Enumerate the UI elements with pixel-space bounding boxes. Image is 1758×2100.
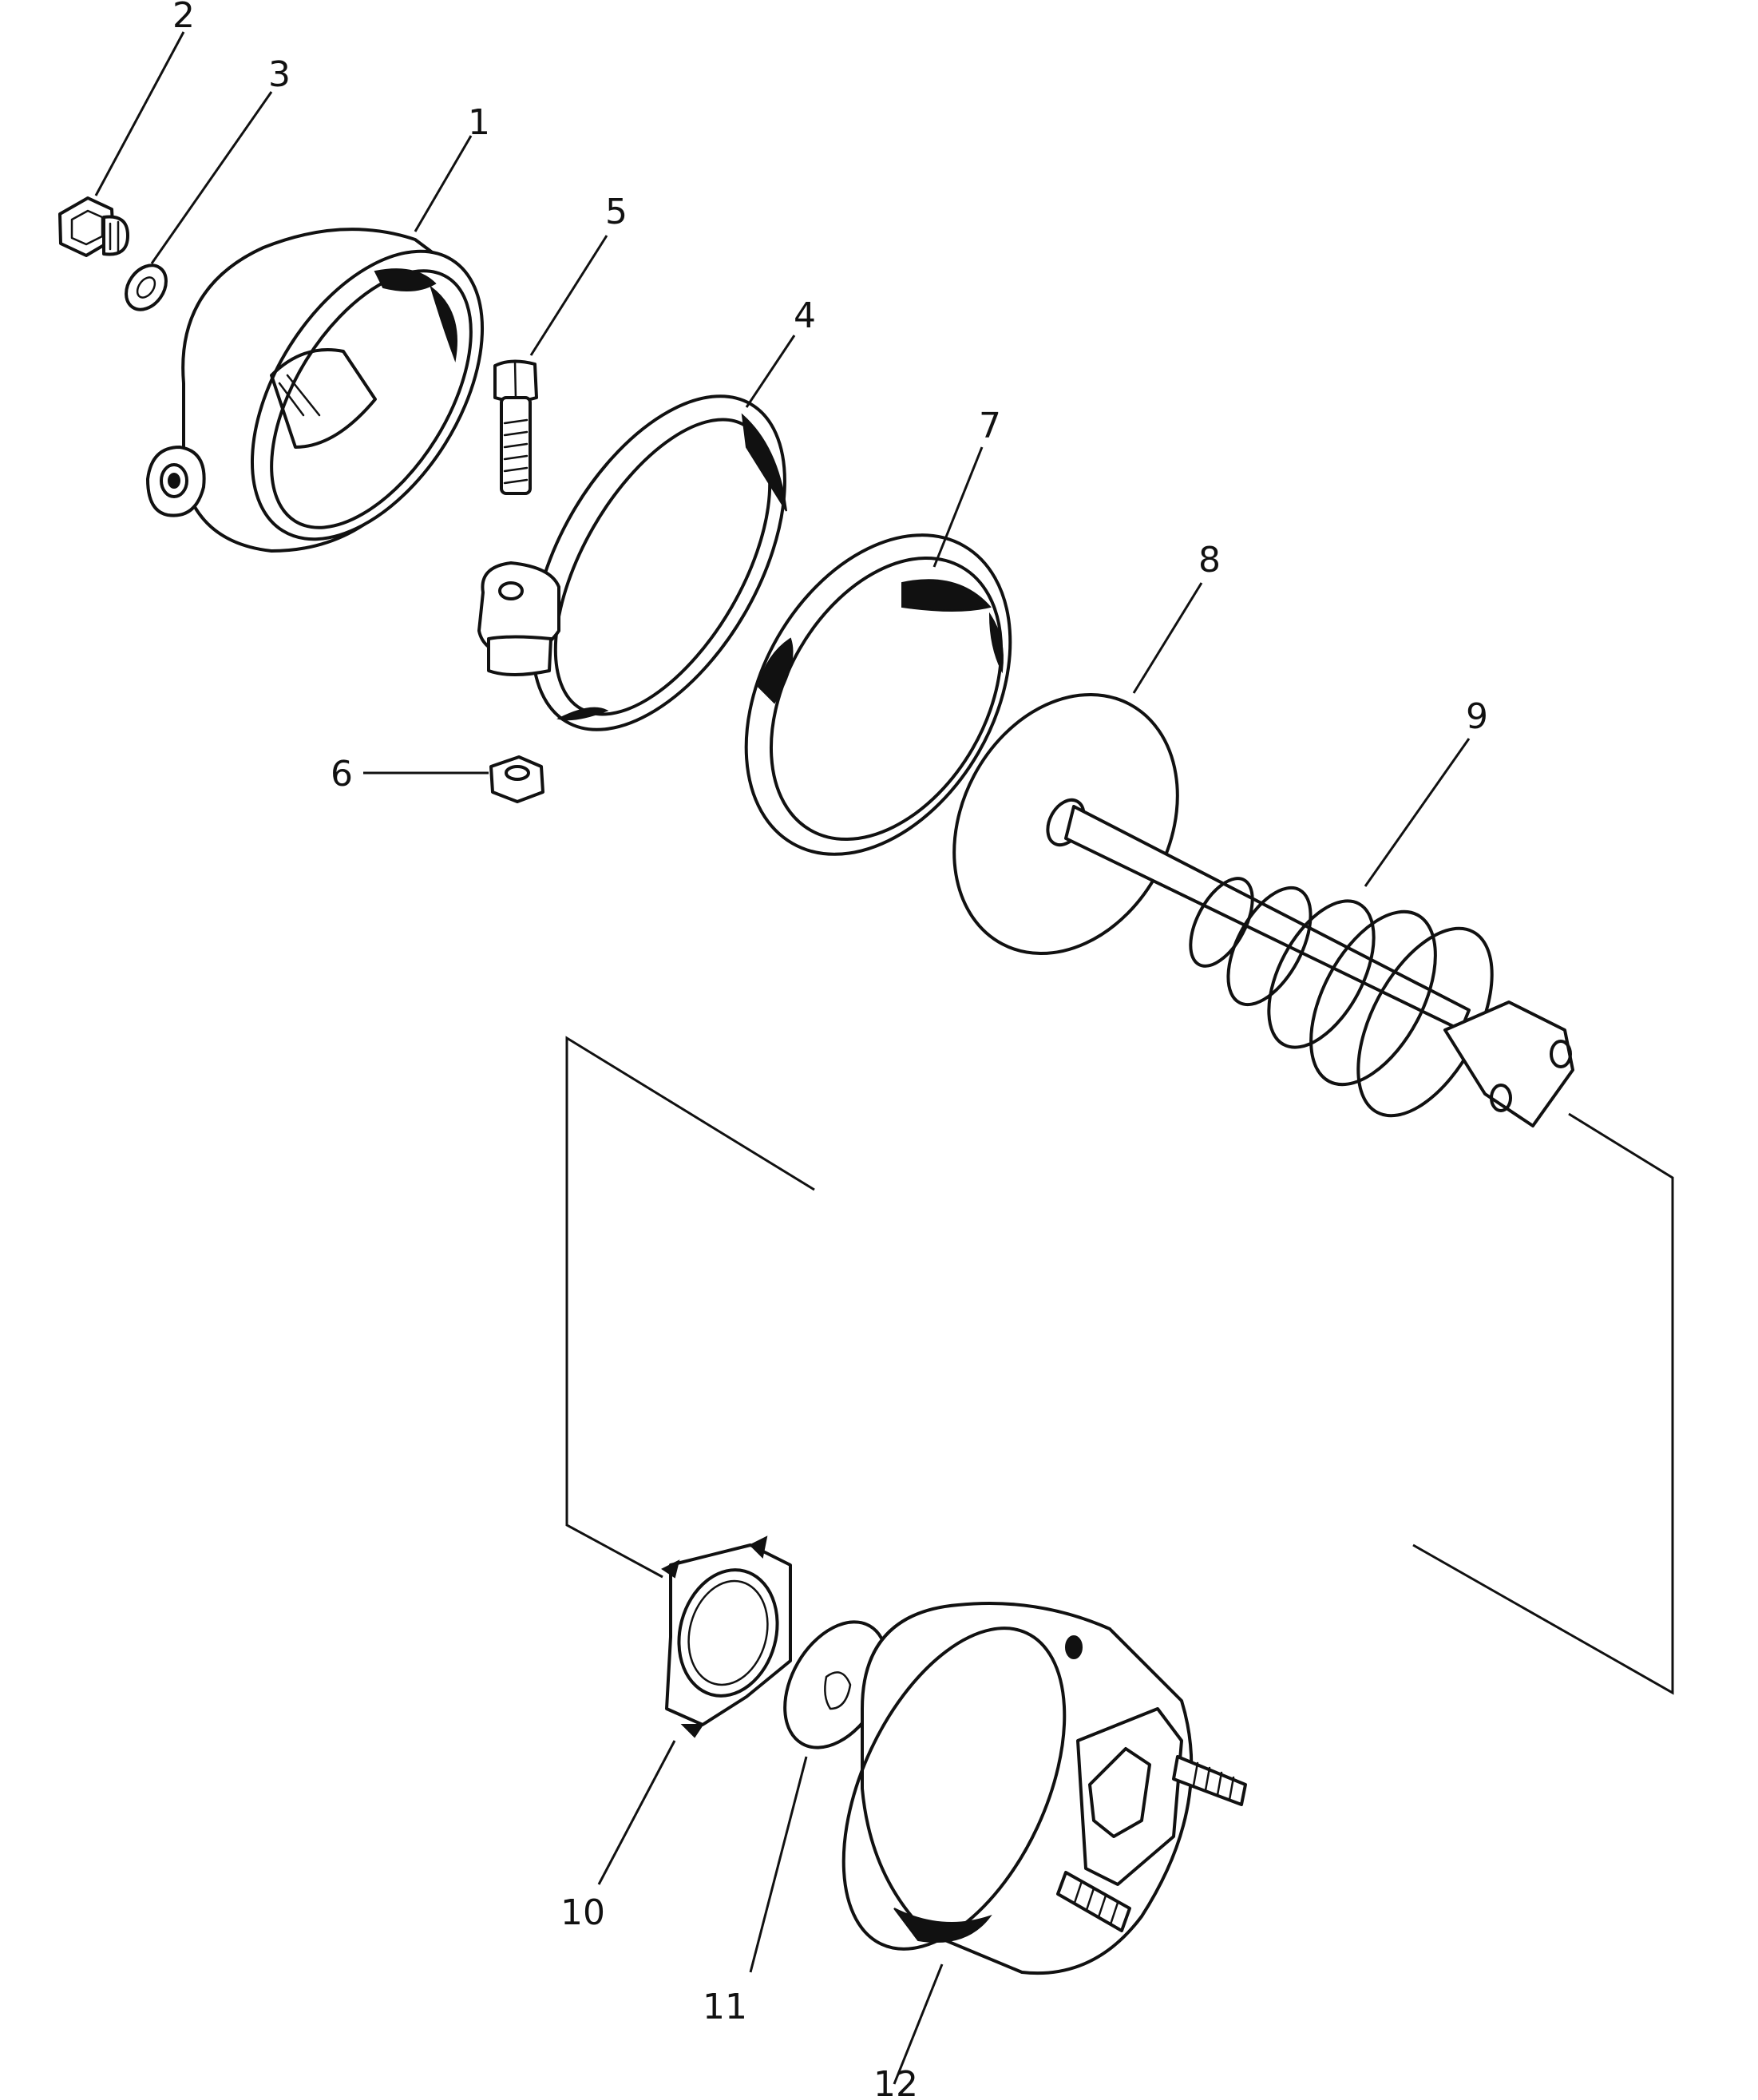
assembly-projection-lines [565, 1036, 1674, 1695]
lower-stud [1056, 1871, 1131, 1932]
part-10-gasket [661, 1535, 792, 1738]
callout-labels: 2 3 1 5 4 6 7 8 9 10 11 12 [172, 0, 1488, 2100]
callout-9: 9 [1466, 696, 1488, 737]
callout-12: 12 [873, 2064, 918, 2100]
return-spring [1189, 877, 1494, 1118]
part-12-chamber-body [841, 1602, 1247, 1975]
callout-3: 3 [268, 54, 291, 95]
callout-2: 2 [172, 0, 195, 36]
callout-10: 10 [560, 1892, 605, 1933]
part-7-diaphragm-cup [744, 533, 1012, 856]
part-2-plug [58, 196, 129, 257]
part-3-washer [125, 263, 168, 311]
callout-7: 7 [979, 406, 1001, 446]
callout-1: 1 [468, 102, 490, 143]
callout-5: 5 [605, 192, 628, 232]
callout-6: 6 [331, 754, 353, 794]
part-1-housing [146, 228, 485, 553]
clevis [1443, 1000, 1574, 1127]
callout-8: 8 [1198, 540, 1221, 580]
part-5-bolt [493, 359, 538, 495]
part-4-clamp-ring [477, 394, 787, 731]
callout-4: 4 [794, 295, 816, 336]
upper-stud [1172, 1755, 1247, 1806]
part-6-nut [489, 755, 544, 803]
callout-11: 11 [703, 1987, 747, 2027]
leader-lines [94, 31, 1471, 2085]
part-9-push-rod-assembly [1046, 798, 1574, 1127]
